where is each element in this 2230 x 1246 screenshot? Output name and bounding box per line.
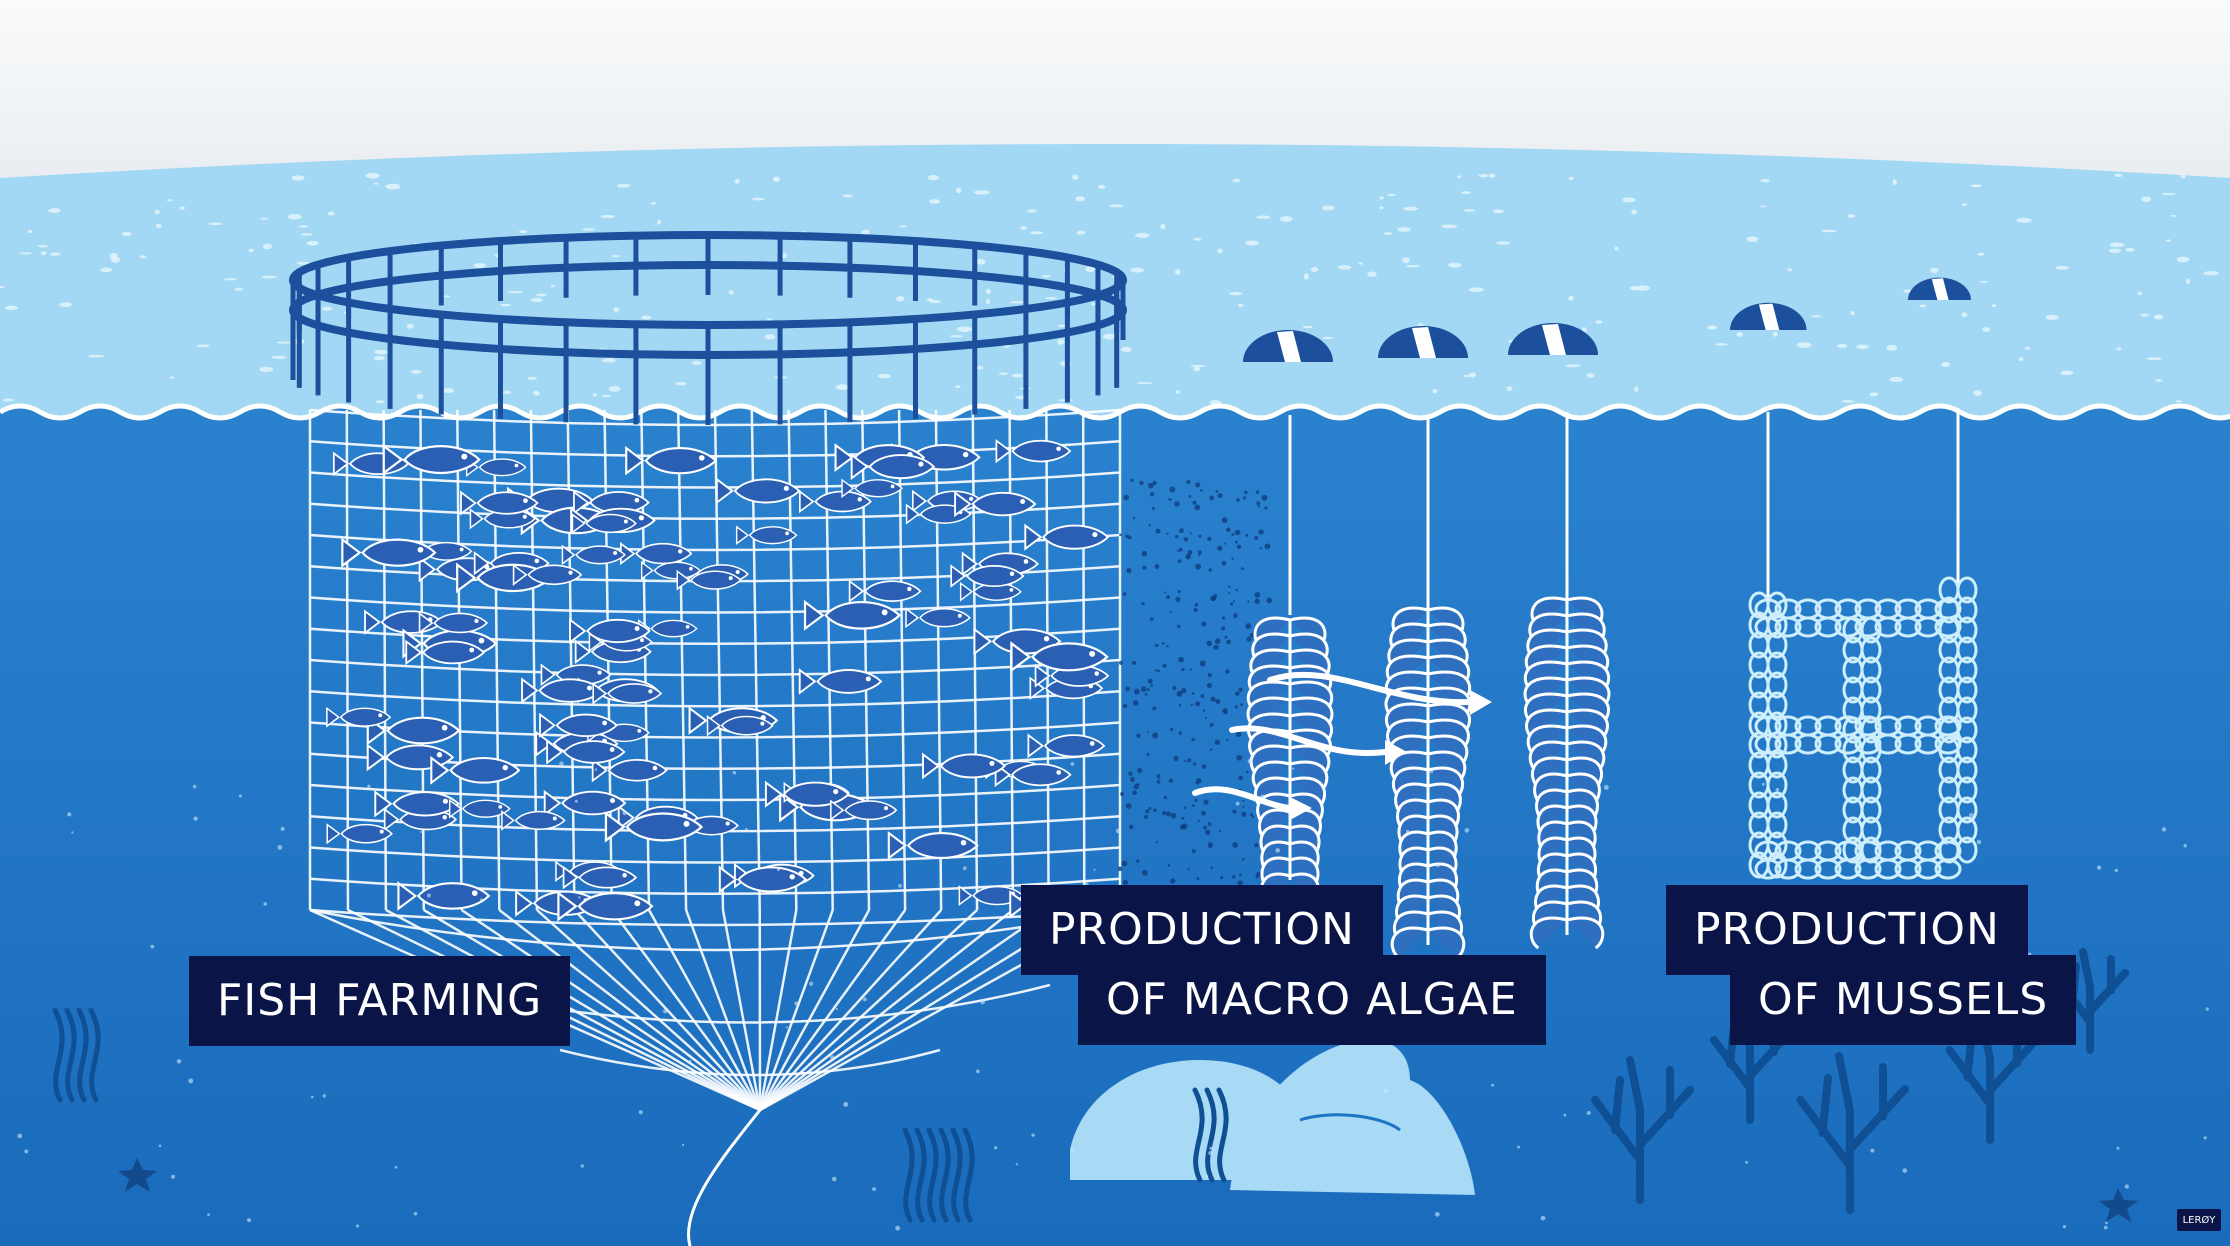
mussels-label-line2: OF MUSSELS	[1730, 955, 2077, 1045]
arrow-head-icon	[1385, 740, 1407, 765]
leroy-logo: LERØY	[2177, 1209, 2221, 1231]
macro-algae	[1246, 596, 1611, 960]
arrow-icon	[1229, 725, 1388, 757]
surface-foam	[0, 172, 2219, 406]
fish-cage	[308, 408, 1122, 1246]
arrow-icon	[1267, 671, 1473, 706]
ropes	[1288, 408, 1960, 615]
starfish-icons	[118, 1158, 2138, 1222]
arrow-head-icon	[1470, 690, 1492, 715]
mussel-lines	[1748, 576, 1978, 880]
anchor-rope	[687, 1109, 762, 1246]
starfish-icon	[118, 1158, 157, 1192]
flow-arrows	[1192, 671, 1473, 811]
rocks	[1070, 1039, 1475, 1195]
starfish-icon	[2099, 1188, 2138, 1222]
cage-ring	[289, 231, 1127, 425]
arrow-heads	[1290, 690, 1492, 820]
fish-farming-label: FISH FARMING	[189, 956, 571, 1046]
macro-algae-label-line2: OF MACRO ALGAE	[1078, 955, 1546, 1045]
nutrient-particles	[1117, 478, 1273, 902]
arrow-head-icon	[1290, 797, 1312, 820]
arrow-icon	[1192, 786, 1293, 811]
